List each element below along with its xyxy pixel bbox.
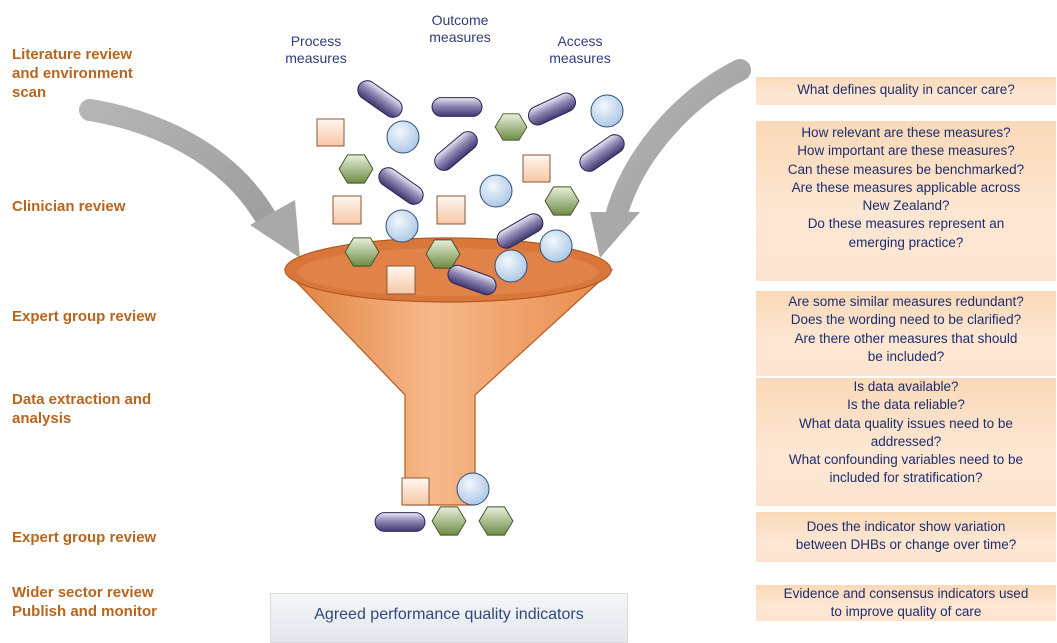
circle-shape — [539, 229, 573, 263]
question-box-variation: Does the indicator show variation betwee… — [756, 512, 1056, 562]
step-literature-review: Literature review and environment scan — [12, 46, 133, 101]
pill-shape — [374, 512, 426, 532]
step-expert-group-review-2: Expert group review — [12, 529, 157, 546]
question-box-expert: Are some similar measures redundant? Doe… — [756, 291, 1056, 376]
pill-shape — [524, 89, 580, 129]
circle-shape — [590, 94, 624, 128]
left-curved-arrow — [79, 99, 300, 258]
circle-shape — [385, 209, 419, 243]
label-process-measures: Process measures — [285, 33, 347, 66]
question-box-evidence: Evidence and consensus indicators used t… — [756, 585, 1056, 621]
square-shape — [386, 265, 416, 295]
pill-shape — [374, 163, 428, 209]
pill-shape — [431, 97, 483, 117]
label-outcome-measures: Outcome measures — [429, 12, 491, 45]
question-box-quality: What defines quality in cancer care? — [756, 77, 1056, 105]
hex-shape — [494, 113, 528, 141]
question-box-data: Is data available? Is the data reliable?… — [756, 378, 1056, 506]
pill-shape — [575, 130, 629, 176]
circle-shape — [386, 120, 420, 154]
hex-shape — [338, 154, 374, 184]
label-access-measures: Access measures — [549, 33, 611, 66]
circle-shape — [456, 472, 490, 506]
hex-shape — [544, 186, 580, 216]
step-data-extraction: Data extraction and analysis — [12, 391, 152, 427]
circle-shape — [494, 249, 528, 283]
output-shapes — [374, 472, 514, 536]
square-shape — [522, 154, 551, 183]
funnel-diagram — [79, 59, 751, 536]
hex-shape — [431, 506, 467, 536]
square-shape — [332, 195, 362, 225]
step-expert-group-review-1: Expert group review — [12, 308, 157, 325]
right-curved-arrow — [590, 59, 751, 258]
step-publish-and-monitor: Publish and monitor — [12, 603, 157, 620]
pill-shape — [430, 127, 482, 175]
pill-shape — [353, 76, 407, 122]
hex-shape — [478, 506, 514, 536]
step-wider-sector-review: Wider sector review — [12, 584, 154, 601]
square-shape — [436, 195, 466, 225]
square-shape — [401, 477, 430, 506]
square-shape — [316, 118, 345, 147]
step-clinician-review: Clinician review — [12, 198, 126, 215]
agreed-indicators-box: Agreed performance quality indicators — [270, 593, 628, 643]
circle-shape — [479, 174, 513, 208]
measure-shapes — [316, 76, 629, 298]
question-box-clinician: How relevant are these measures? How imp… — [756, 121, 1056, 281]
